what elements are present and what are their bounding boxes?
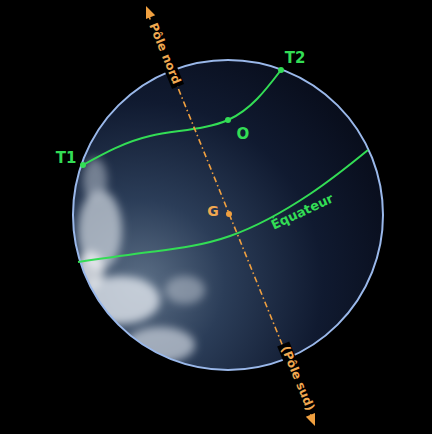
cloud <box>76 252 104 288</box>
equator-line <box>78 150 368 262</box>
point-dot <box>225 117 231 123</box>
point-label: T2 <box>285 50 306 67</box>
globe-rim <box>73 60 383 370</box>
centre-dot <box>226 211 232 217</box>
point-label: G <box>207 204 219 219</box>
earth-disc <box>73 60 383 370</box>
point-label: T1 <box>56 150 77 167</box>
point-dot <box>80 162 86 168</box>
cloud <box>125 327 195 363</box>
point-dot <box>278 67 284 73</box>
circles-of-latitude <box>78 70 368 262</box>
point-label: O <box>237 126 250 143</box>
axis-arrowhead <box>146 6 155 19</box>
cloud <box>165 276 205 304</box>
cloud <box>83 158 107 202</box>
